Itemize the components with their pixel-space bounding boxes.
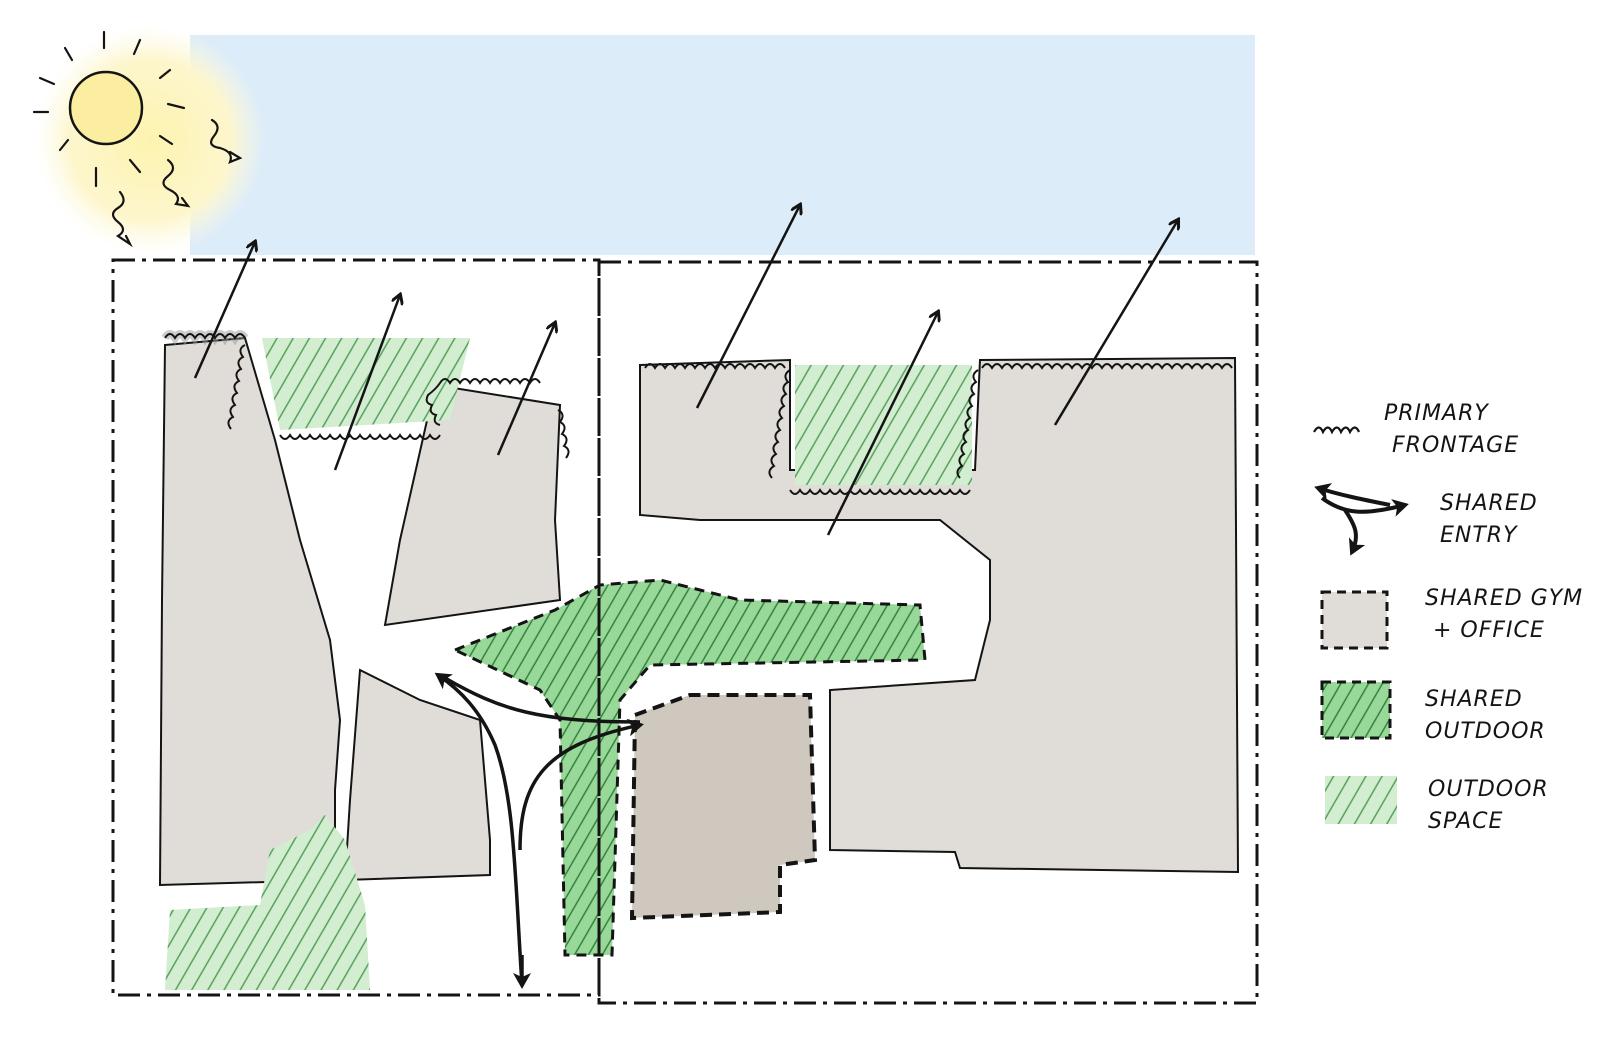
building-footprints — [158, 336, 1240, 887]
shared-gym-office-block — [629, 693, 818, 921]
building-east-large — [639, 356, 1240, 874]
legend-shared-entry-label: SHARED ENTRY — [1440, 488, 1538, 552]
legend-primary-frontage-line2: FRONTAGE — [1392, 433, 1520, 458]
building-north-middle — [383, 383, 562, 627]
legend-shared-outdoor-label: SHARED OUTDOOR — [1425, 684, 1546, 748]
legend-outdoor-space-line2: SPACE — [1428, 809, 1504, 834]
legend-gym-office-label: SHARED GYM + OFFICE — [1425, 583, 1583, 647]
shared-entry-arrows — [434, 672, 644, 989]
legend-shared-entry-line1: SHARED — [1440, 491, 1538, 516]
legend-frontage-icon — [1313, 426, 1361, 435]
legend — [1313, 426, 1409, 824]
legend-shared-entry-line2: ENTRY — [1440, 523, 1518, 548]
legend-gym-office-line2: + OFFICE — [1433, 618, 1545, 643]
building-west-long — [158, 336, 342, 887]
legend-primary-frontage-line1: PRIMARY — [1384, 401, 1489, 426]
shared-outdoor-area — [451, 578, 927, 957]
legend-shared-entry-icon — [1314, 483, 1409, 556]
legend-primary-frontage-label: PRIMARY FRONTAGE — [1384, 398, 1519, 462]
outdoor-space-southwest — [165, 815, 370, 990]
legend-outdoor-space-swatch — [1325, 776, 1397, 824]
primary-frontage-edges — [161, 330, 1233, 495]
legend-gym-office-line1: SHARED GYM — [1425, 586, 1584, 611]
building-south-middle — [343, 668, 491, 882]
legend-shared-outdoor-line1: SHARED — [1425, 687, 1523, 712]
legend-shared-outdoor-line2: OUTDOOR — [1425, 719, 1546, 744]
sun-icon — [32, 25, 265, 255]
site-boundary-right — [597, 260, 1259, 1005]
legend-outdoor-space-label: OUTDOOR SPACE — [1428, 774, 1549, 838]
orientation-arrows — [193, 205, 1178, 536]
legend-outdoor-space-line1: OUTDOOR — [1428, 777, 1549, 802]
legend-gym-office-swatch — [1320, 590, 1389, 650]
legend-shared-outdoor-swatch — [1320, 680, 1392, 740]
sky-band — [190, 35, 1255, 255]
site-boundaries — [111, 258, 1259, 1005]
